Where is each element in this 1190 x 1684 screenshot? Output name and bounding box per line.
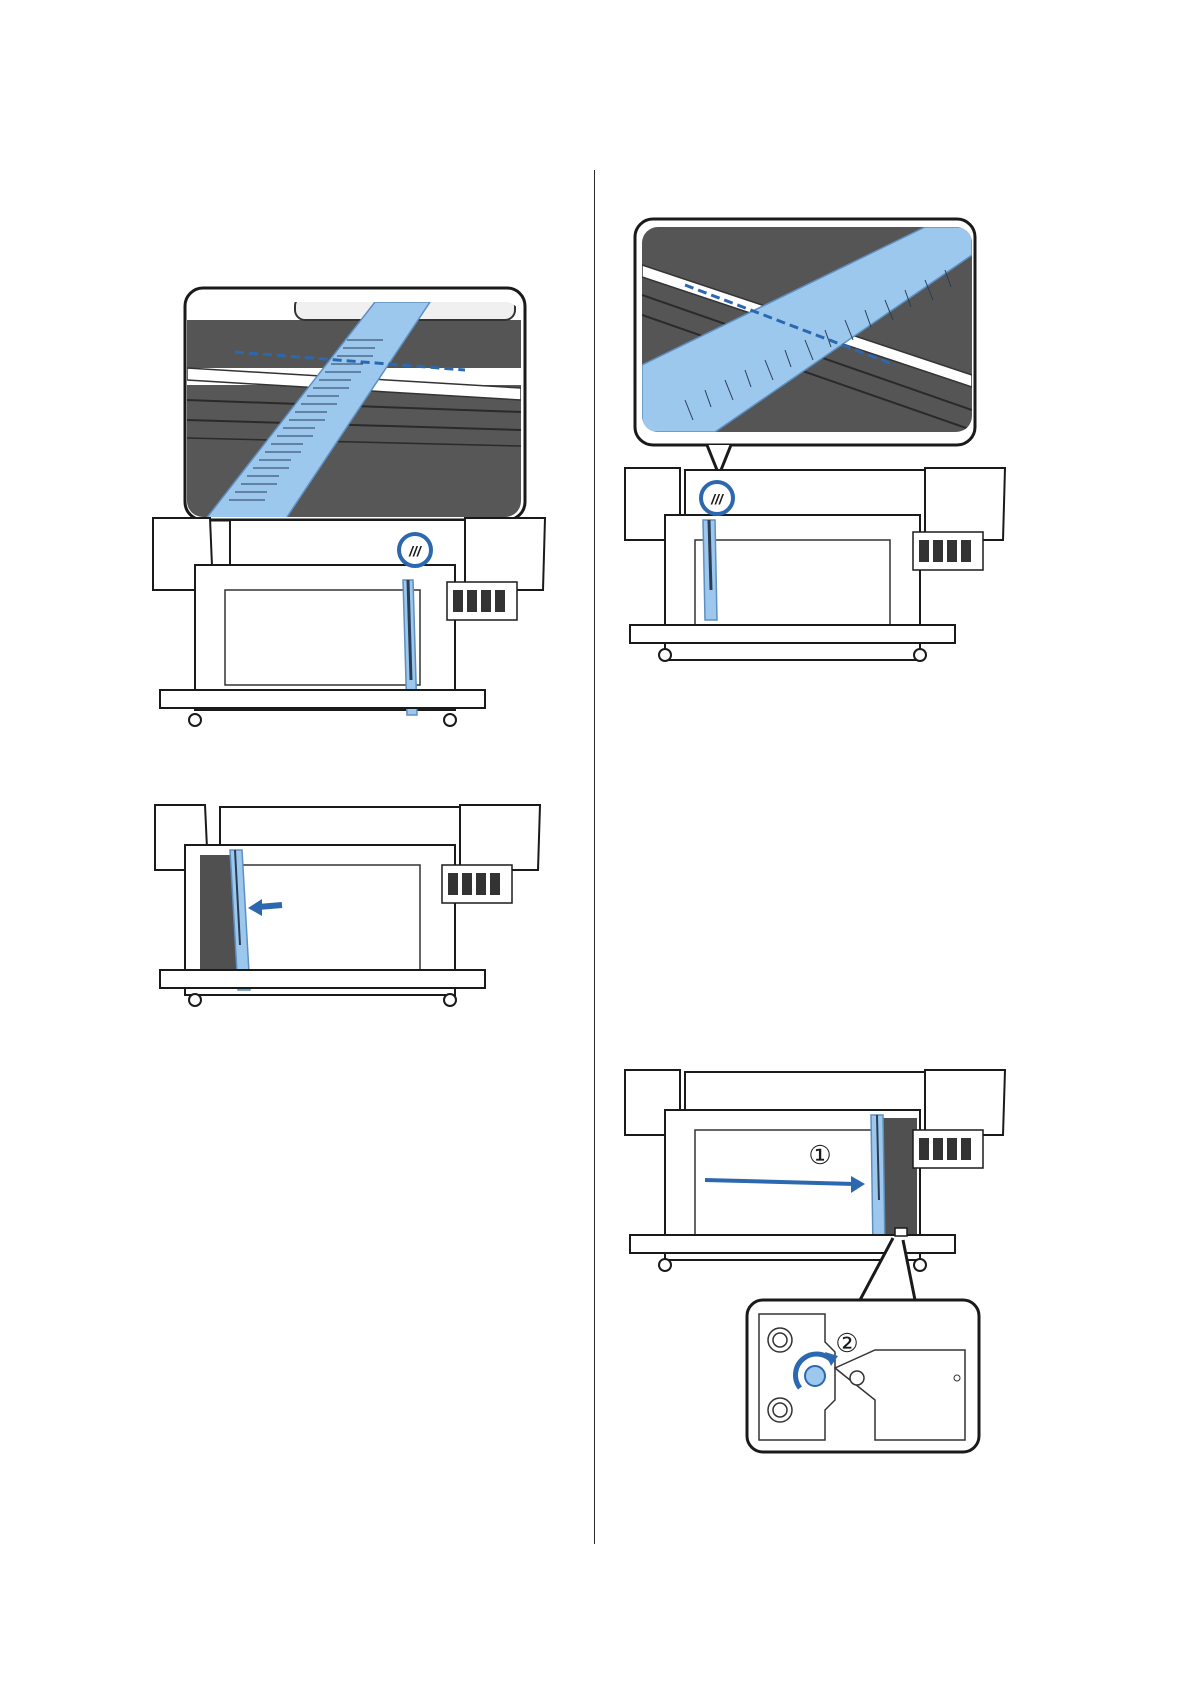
knob-detail-callout: ② [747, 1238, 979, 1452]
zoom-callout [185, 288, 525, 550]
printer-illustration: ① [625, 1070, 1005, 1271]
svg-text:///: /// [408, 543, 423, 559]
figure-printer-ruler-callout: /// [165, 280, 575, 780]
step-label-two: ② [835, 1328, 858, 1358]
step-label-one: ① [808, 1140, 831, 1170]
column-divider [594, 170, 595, 1544]
figure-printer-ruler-left [160, 795, 560, 1025]
svg-text:///: /// [710, 491, 725, 507]
printer-illustration: /// [625, 468, 1005, 661]
figure-printer-ruler-callout-left: /// [625, 225, 1050, 730]
zoom-callout [635, 219, 975, 475]
figure-printer-ruler-right-knob: ① ② [625, 1060, 1065, 1480]
printer-illustration: /// [153, 518, 545, 726]
